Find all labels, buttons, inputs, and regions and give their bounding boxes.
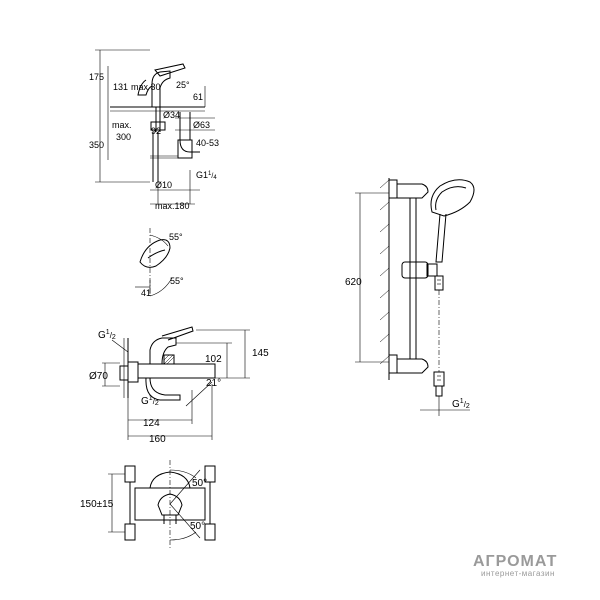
bath-mixer-front-drawing <box>108 460 216 548</box>
dim-150-pm-15: 150±15 <box>80 499 114 510</box>
dim-max30: max 30 <box>131 82 161 92</box>
basin-mixer-drawing <box>95 49 215 205</box>
dim-shower-g-1-2: G1/2 <box>452 398 470 410</box>
dim-41: 41 <box>141 288 151 298</box>
dim-g-1-2-bottom: G1/2 <box>141 395 159 407</box>
dim-lever-55-bottom: 55° <box>170 276 184 286</box>
dim-angle-25: 25° <box>176 80 190 90</box>
dim-lever-55-top: 55° <box>169 232 183 242</box>
dim-61: 61 <box>193 92 203 102</box>
lever-detail-drawing <box>135 228 173 297</box>
dim-dia-63: Ø63 <box>193 120 210 130</box>
dim-angle-50-bottom: 50° <box>190 521 205 532</box>
dim-160: 160 <box>149 434 166 445</box>
dim-350: 350 <box>89 140 104 150</box>
watermark-brand: АГРОМАТ <box>473 553 557 570</box>
watermark-subtitle: интернет-магазин <box>481 569 555 578</box>
dim-131: 131 <box>113 82 128 92</box>
dim-102: 102 <box>205 354 222 365</box>
dim-dia-34: Ø34 <box>163 110 180 120</box>
dim-g-1-4: G11/4 <box>196 170 217 181</box>
dim-max180: max.180 <box>155 201 190 211</box>
shower-set-drawing <box>355 178 475 416</box>
dim-300: 300 <box>116 132 131 142</box>
dim-40-53: 40-53 <box>196 138 219 148</box>
dim-max-label: max. <box>112 120 132 130</box>
dim-dia-70: Ø70 <box>89 371 108 382</box>
dim-620: 620 <box>345 277 362 288</box>
dim-175: 175 <box>89 72 104 82</box>
dim-angle-21: 21° <box>206 378 221 389</box>
dim-145: 145 <box>252 348 269 359</box>
dim-92: 92 <box>151 126 161 136</box>
bath-mixer-side-drawing <box>102 326 250 440</box>
dim-angle-50-top: 50° <box>192 478 207 489</box>
dim-g-1-2-top: G1/2 <box>98 329 116 341</box>
dim-124: 124 <box>143 418 160 429</box>
dim-dia-10: Ø10 <box>155 180 172 190</box>
